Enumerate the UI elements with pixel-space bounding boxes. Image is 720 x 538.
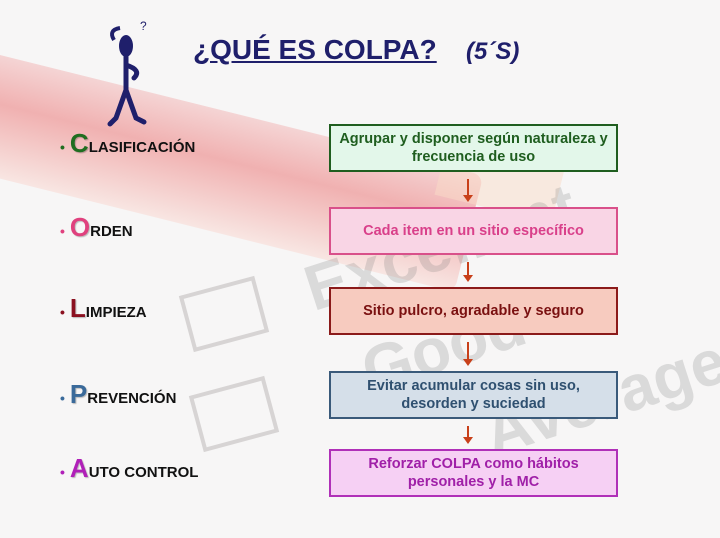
term-initial: C	[69, 128, 89, 158]
bullet-icon: •	[60, 223, 65, 239]
term-initial: P	[69, 379, 88, 409]
arrow-down-icon	[463, 179, 473, 202]
thinking-figure-icon: ?	[107, 20, 147, 127]
term-rest: REVENCIÓN	[87, 390, 177, 407]
description-box: Reforzar COLPA como hábitos personales y…	[329, 449, 618, 497]
bullet-icon: •	[60, 390, 65, 406]
term-rest: LASIFICACIÓN	[88, 139, 196, 156]
description-box: Cada item en un sitio específico	[329, 207, 618, 255]
arrow-down-icon	[463, 426, 473, 444]
slide-title: ¿QUÉ ES COLPA?	[193, 34, 437, 65]
checkbox-graphic	[178, 275, 270, 353]
description-box: Agrupar y disponer según naturaleza y fr…	[329, 124, 618, 172]
svg-text:?: ?	[140, 20, 147, 33]
term-initial: O	[69, 212, 91, 242]
slide-subtitle: (5´S)	[466, 38, 520, 65]
arrow-down-icon	[463, 262, 473, 282]
term-rest: UTO CONTROL	[88, 464, 199, 481]
bullet-icon: •	[60, 304, 65, 320]
description-box: Sitio pulcro, agradable y seguro	[329, 287, 618, 335]
term-initial: A	[69, 453, 89, 483]
term-initial: L	[69, 293, 86, 323]
term-rest: IMPIEZA	[85, 304, 147, 321]
checkbox-graphic	[188, 375, 280, 453]
arrow-down-icon	[463, 342, 473, 366]
bullet-icon: •	[60, 464, 65, 480]
description-box: Evitar acumular cosas sin uso, desorden …	[329, 371, 618, 419]
term-rest: RDEN	[90, 223, 133, 240]
bullet-icon: •	[60, 139, 65, 155]
